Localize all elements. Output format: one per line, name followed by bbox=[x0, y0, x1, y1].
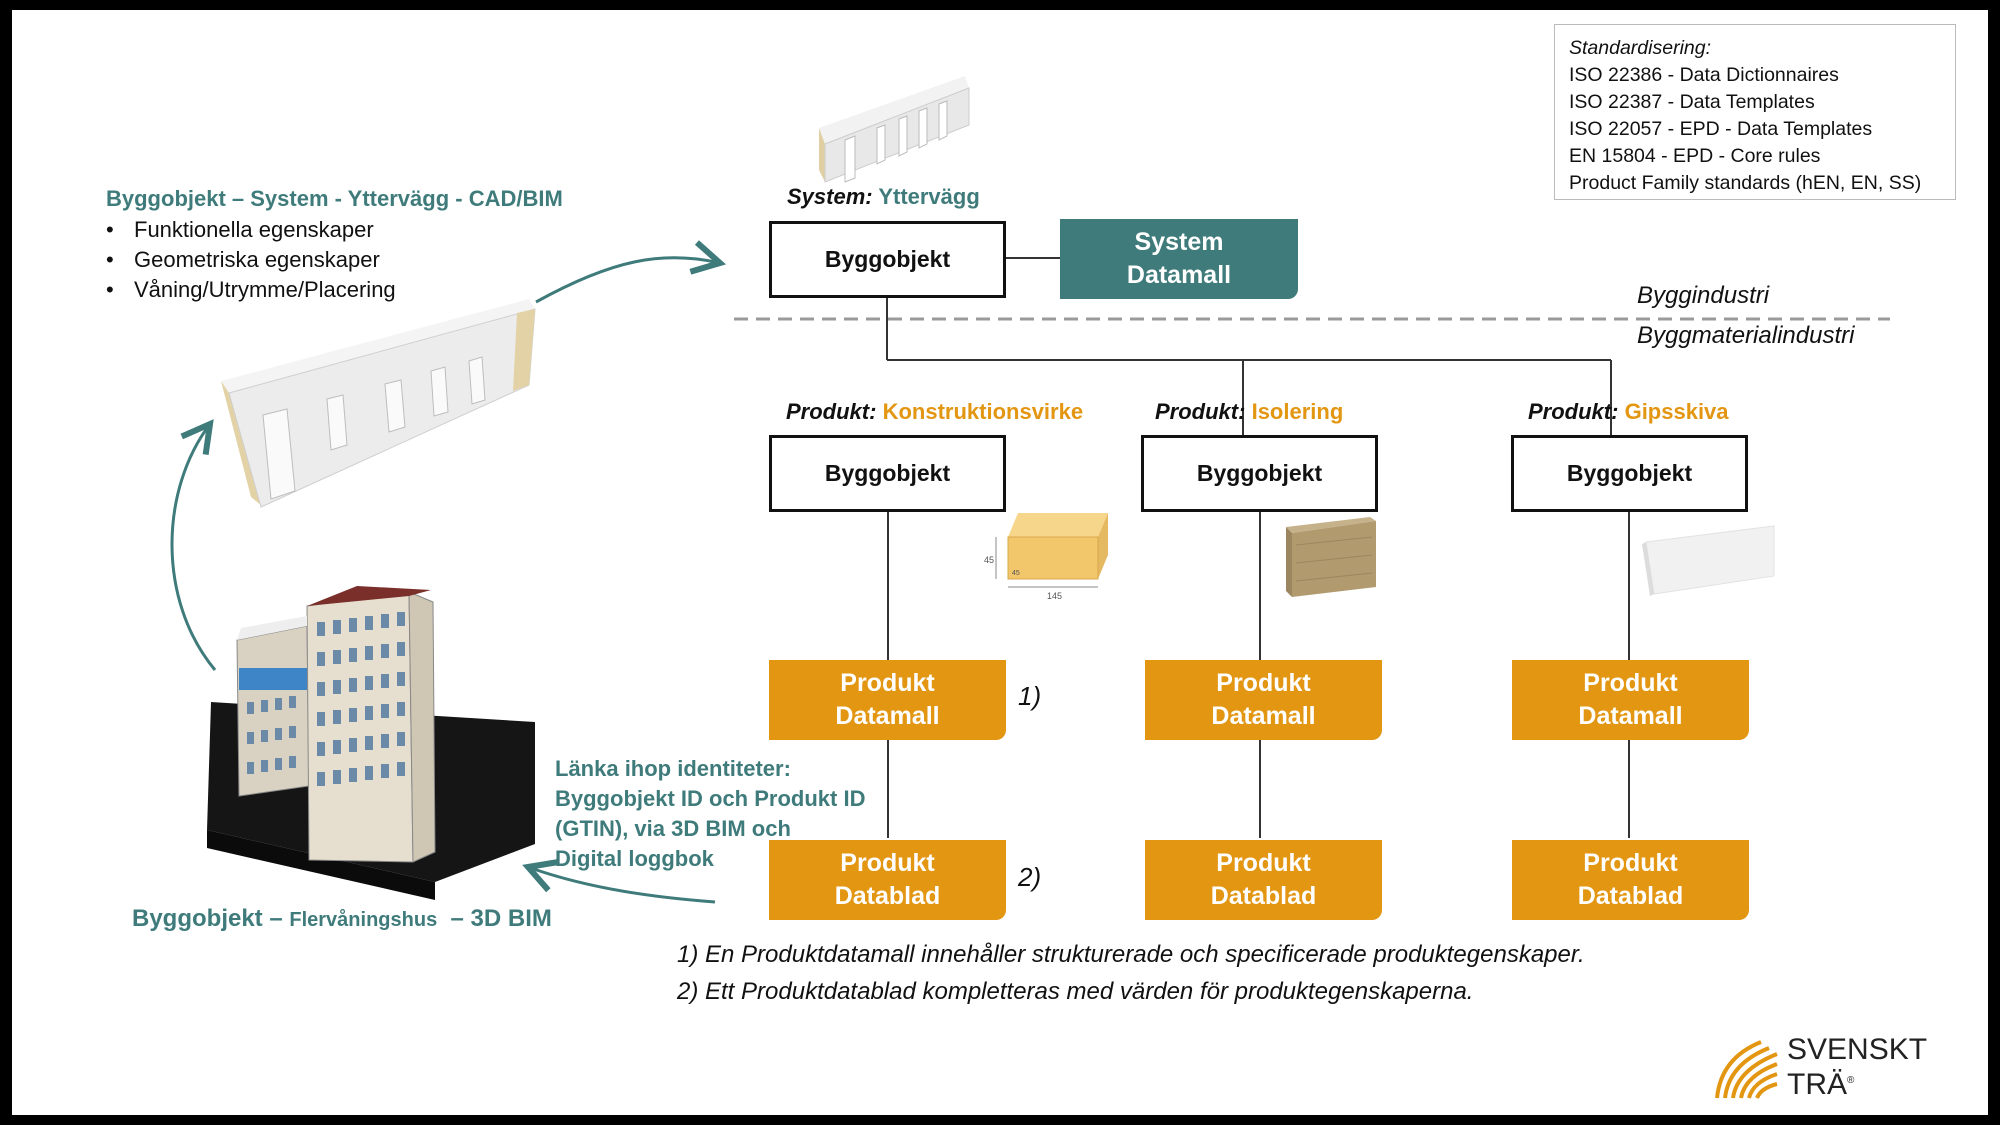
product-label-2: Produkt: Isolering bbox=[1155, 399, 1343, 425]
arrow-to-building bbox=[528, 867, 716, 904]
marker-one: 1) bbox=[1018, 681, 1042, 711]
building-caption-part1: Byggobjekt bbox=[132, 905, 263, 932]
timber-dim-side: 45 bbox=[1012, 570, 1020, 577]
timber-dim-width: 145 bbox=[1047, 591, 1062, 601]
building-caption-part2: – bbox=[262, 905, 290, 932]
system-label: System: Yttervägg bbox=[787, 184, 980, 210]
logo-line2: TRÄ bbox=[1787, 1068, 1847, 1101]
building-image bbox=[207, 586, 535, 900]
standards-box: Standardisering: ISO 22386 - Data Dictio… bbox=[1554, 24, 1956, 200]
link-note-line: Byggobjekt ID och Produkt ID bbox=[555, 786, 866, 811]
timber-dim-height: 45 bbox=[984, 555, 994, 565]
standards-title: Standardisering: bbox=[1569, 37, 1712, 59]
template-line2: Datamall bbox=[835, 702, 940, 730]
system-datamall-box[interactable]: System Datamall bbox=[1060, 219, 1298, 299]
link-note-line: Digital loggbok bbox=[555, 846, 714, 871]
link-note-line: (GTIN), via 3D BIM och bbox=[555, 816, 791, 841]
logo-text: SVENSKT TRÄ® bbox=[1787, 1034, 1927, 1100]
system-byggobjekt-box[interactable]: Byggobjekt bbox=[769, 221, 1006, 298]
product-label-value: Isolering bbox=[1251, 399, 1344, 424]
standard-item: ISO 22386 - Data Dictionnaires bbox=[1569, 64, 1839, 86]
standard-item: ISO 22057 - EPD - Data Templates bbox=[1569, 118, 1873, 140]
property-item: Funktionella egenskaper bbox=[106, 215, 396, 245]
timber-image: 45 45 145 bbox=[984, 513, 1108, 601]
insulation-image bbox=[1286, 517, 1376, 597]
system-datamall-line2: Datamall bbox=[1126, 261, 1232, 289]
logo-registered-mark: ® bbox=[1847, 1075, 1855, 1086]
product-label-value: Gipsskiva bbox=[1624, 399, 1729, 424]
footnote-2: 2) Ett Produktdatablad kompletteras med … bbox=[677, 978, 1474, 1005]
building-caption: Byggobjekt – Flervåningshus – 3D BIM bbox=[132, 905, 552, 933]
datasheet-line1: Produkt bbox=[1216, 849, 1311, 877]
template-line1: Produkt bbox=[1216, 669, 1311, 697]
product-label-1: Produkt: Konstruktionsvirke bbox=[786, 399, 1083, 425]
datasheet-line1: Produkt bbox=[840, 849, 935, 877]
product-label-prefix: Produkt: bbox=[1528, 399, 1619, 424]
template-line2: Datamall bbox=[1578, 702, 1683, 730]
link-note-line: Länka ihop identiteter: bbox=[555, 756, 791, 781]
property-list: Funktionella egenskaper Geometriska egen… bbox=[106, 215, 396, 305]
datasheet-line1: Produkt bbox=[1583, 849, 1678, 877]
marker-two: 2) bbox=[1018, 862, 1042, 892]
footnotes: 1) En Produktdatamall innehåller struktu… bbox=[677, 936, 1585, 1010]
product-label-3: Produkt: Gipsskiva bbox=[1528, 399, 1729, 425]
link-note: Länka ihop identiteter: Byggobjekt ID oc… bbox=[555, 754, 865, 874]
small-wall-image bbox=[819, 76, 970, 183]
product-byggobjekt-box-3[interactable]: Byggobjekt bbox=[1511, 435, 1748, 512]
building-caption-part4: – 3D BIM bbox=[437, 905, 552, 932]
datasheet-line2: Datablad bbox=[1577, 882, 1684, 910]
gypsum-image bbox=[1642, 525, 1775, 596]
standard-item: Product Family standards (hEN, EN, SS) bbox=[1569, 172, 1922, 194]
building-caption-part3: Flervåningshus bbox=[289, 909, 438, 931]
footnote-1: 1) En Produktdatamall innehåller struktu… bbox=[677, 941, 1585, 968]
product-label-prefix: Produkt: bbox=[1155, 399, 1246, 424]
product-label-prefix: Produkt: bbox=[786, 399, 877, 424]
system-label-prefix: System: bbox=[787, 184, 873, 209]
connector-lines bbox=[170, 10, 1890, 904]
arrow-to-system bbox=[535, 258, 720, 304]
zone-upper-label: Byggindustri bbox=[1637, 282, 1770, 309]
left-heading: Byggobjekt – System - Yttervägg - CAD/BI… bbox=[106, 186, 563, 211]
logo-mark-icon bbox=[1715, 1040, 1778, 1099]
datasheet-line2: Datablad bbox=[1210, 882, 1317, 910]
template-line1: Produkt bbox=[840, 669, 935, 697]
property-item: Geometriska egenskaper bbox=[106, 245, 396, 275]
zone-lower-label: Byggmaterialindustri bbox=[1637, 322, 1855, 349]
datasheet-line2: Datablad bbox=[834, 882, 941, 910]
product-byggobjekt-box-2[interactable]: Byggobjekt bbox=[1141, 435, 1378, 512]
standard-item: ISO 22387 - Data Templates bbox=[1569, 91, 1815, 113]
property-item: Våning/Utrymme/Placering bbox=[106, 275, 396, 305]
system-label-value: Yttervägg bbox=[878, 184, 980, 209]
wall-image bbox=[221, 299, 536, 508]
product-byggobjekt-box-1[interactable]: Byggobjekt bbox=[769, 435, 1006, 512]
slide: Standardisering: ISO 22386 - Data Dictio… bbox=[12, 10, 1988, 1115]
template-line2: Datamall bbox=[1211, 702, 1316, 730]
template-line1: Produkt bbox=[1583, 669, 1678, 697]
standard-item: EN 15804 - EPD - Core rules bbox=[1569, 145, 1821, 167]
product-label-value: Konstruktionsvirke bbox=[882, 399, 1084, 424]
arrow-to-wall bbox=[170, 424, 217, 671]
system-datamall-line1: System bbox=[1134, 228, 1224, 256]
logo-line1: SVENSKT bbox=[1787, 1033, 1928, 1066]
svenskt-tra-logo: SVENSKT TRÄ® bbox=[1715, 1034, 1945, 1104]
